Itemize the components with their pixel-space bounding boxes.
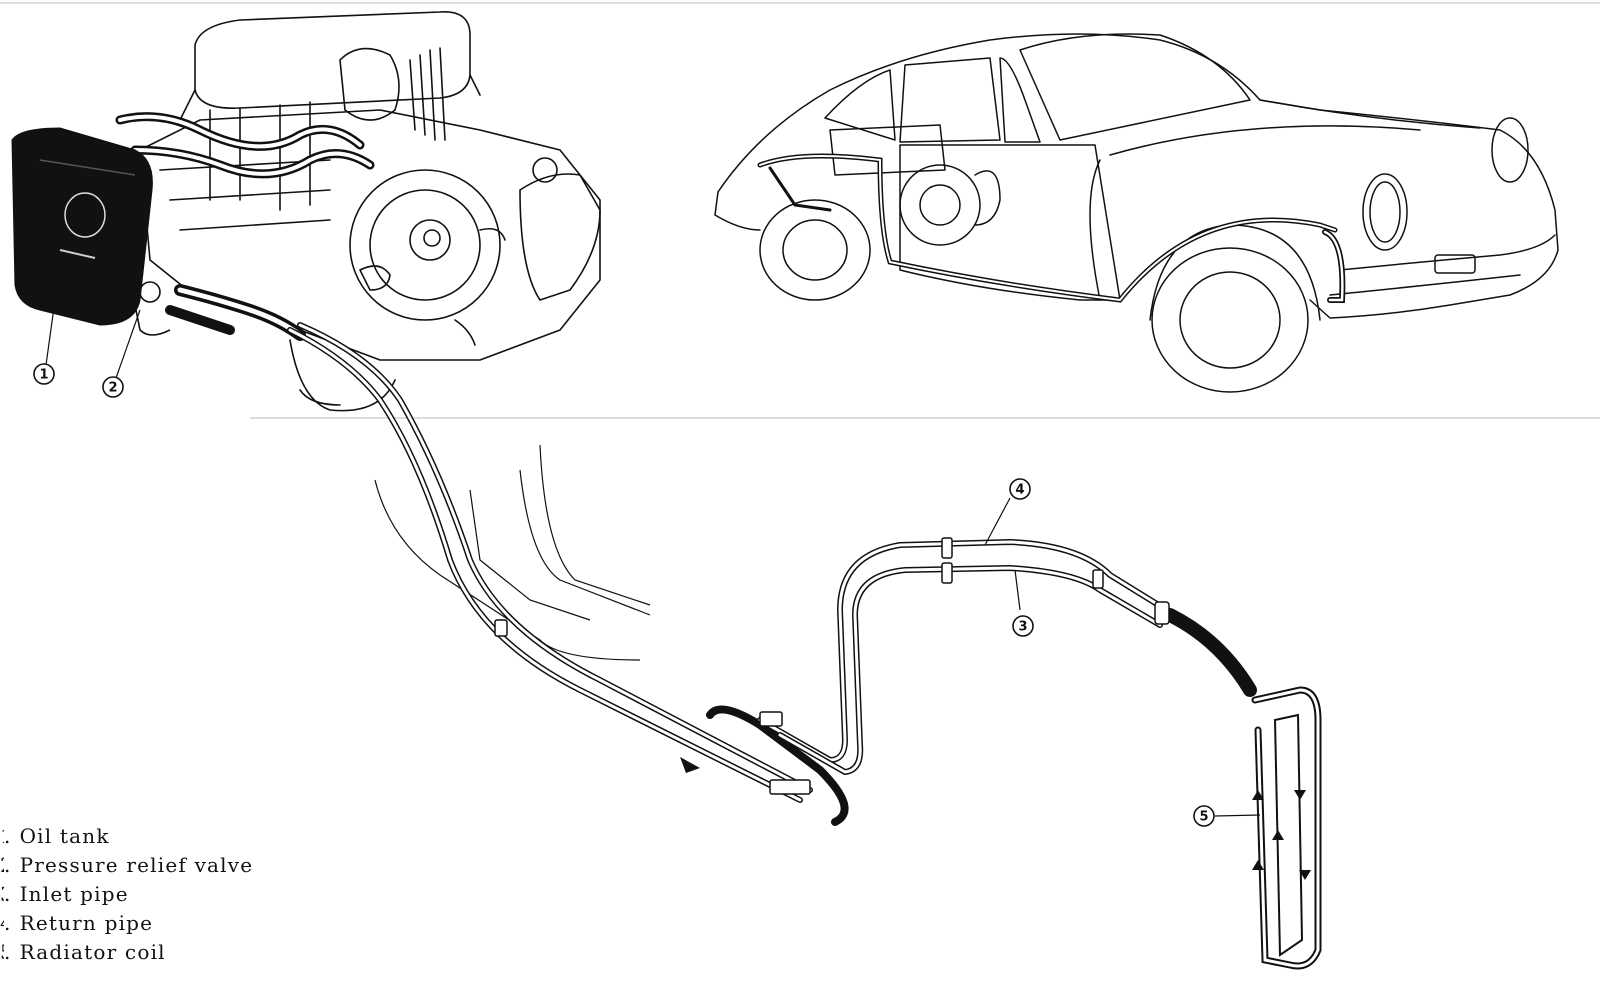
inlet-and-return-pipes <box>287 322 1322 970</box>
legend-item-radiator-coil: 5. Radiator coil <box>0 938 300 967</box>
body-sill-drawing <box>374 444 651 661</box>
legend-number: 4 <box>0 909 4 938</box>
legend-label: Return pipe <box>19 911 154 935</box>
legend-label: Oil tank <box>19 824 110 848</box>
legend: 1. Oil tank 2. Pressure relief valve 3. … <box>0 822 300 967</box>
callout-3: 3 <box>1012 615 1034 637</box>
oil-tank-drawing <box>11 127 153 326</box>
callout-2-number: 2 <box>108 381 117 396</box>
callout-5: 5 <box>1193 805 1215 827</box>
legend-number: 5 <box>0 938 4 967</box>
car-drawing <box>714 33 1559 393</box>
legend-item-return-pipe: 4. Return pipe <box>0 909 300 938</box>
flow-arrows <box>680 757 1311 880</box>
engine-oil-hoses <box>115 112 375 341</box>
car-oil-line <box>757 153 1346 303</box>
pressure-relief-valve-drawing <box>134 281 171 336</box>
legend-number: 3 <box>0 880 4 909</box>
callout-3-number: 3 <box>1018 620 1027 635</box>
callout-leaders <box>45 299 1261 817</box>
legend-number: 2 <box>0 851 4 880</box>
legend-item-inlet-pipe: 3. Inlet pipe <box>0 880 300 909</box>
legend-number: 1 <box>0 822 4 851</box>
callout-4-number: 4 <box>1015 483 1024 498</box>
pipe-clamps <box>494 537 1170 795</box>
legend-label: Inlet pipe <box>19 882 129 906</box>
legend-label: Radiator coil <box>19 940 166 964</box>
callout-2: 2 <box>102 376 124 398</box>
engine-drawing <box>139 11 601 412</box>
callout-1: 1 <box>33 363 55 385</box>
callout-4: 4 <box>1009 478 1031 500</box>
callout-1-number: 1 <box>39 368 48 383</box>
legend-item-pressure-relief-valve: 2. Pressure relief valve <box>0 851 300 880</box>
legend-item-oil-tank: 1. Oil tank <box>0 822 300 851</box>
callout-5-number: 5 <box>1199 810 1208 825</box>
legend-label: Pressure relief valve <box>19 853 254 877</box>
